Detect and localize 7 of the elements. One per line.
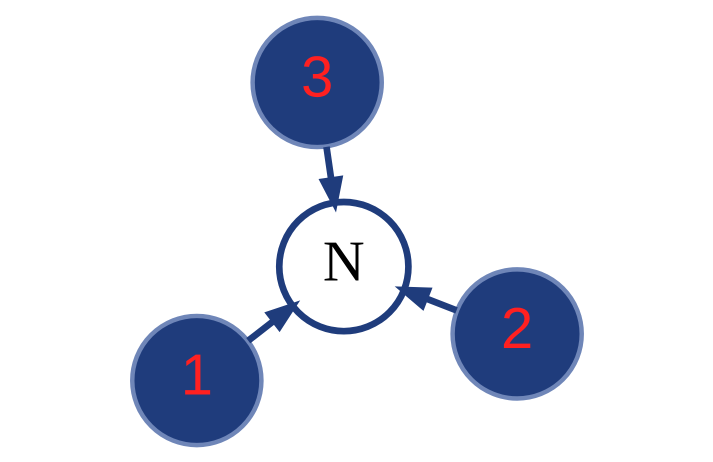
node-circle: N [275, 198, 412, 334]
node-circle: 1 [130, 313, 264, 447]
arrow [246, 300, 300, 343]
arrow [394, 286, 458, 313]
arrow [318, 146, 343, 212]
node-circle: 2 [450, 266, 584, 400]
node-circle: 3 [250, 15, 384, 149]
